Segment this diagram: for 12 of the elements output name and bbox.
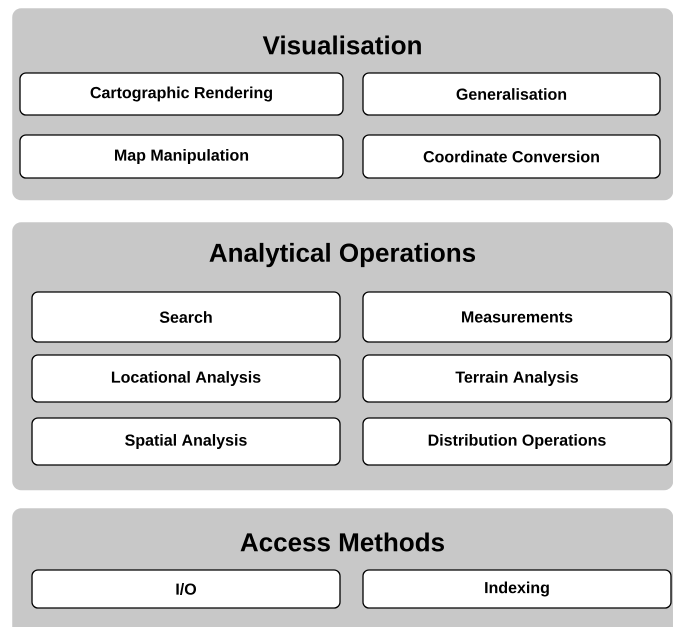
- item-box: Search: [31, 291, 341, 343]
- item-box: Measurements: [362, 291, 672, 343]
- item-box: Spatial Analysis: [31, 417, 341, 466]
- item-box: Terrain Analysis: [362, 354, 672, 403]
- item-box: Indexing: [362, 569, 672, 609]
- item-box: Coordinate Conversion: [362, 134, 661, 179]
- item-box: Generalisation: [362, 72, 661, 116]
- item-box: Locational Analysis: [31, 354, 341, 403]
- item-box: I/O: [31, 569, 341, 609]
- item-box: Distribution Operations: [362, 417, 672, 466]
- item-box: Cartographic Rendering: [19, 72, 344, 116]
- item-box: Map Manipulation: [19, 134, 344, 179]
